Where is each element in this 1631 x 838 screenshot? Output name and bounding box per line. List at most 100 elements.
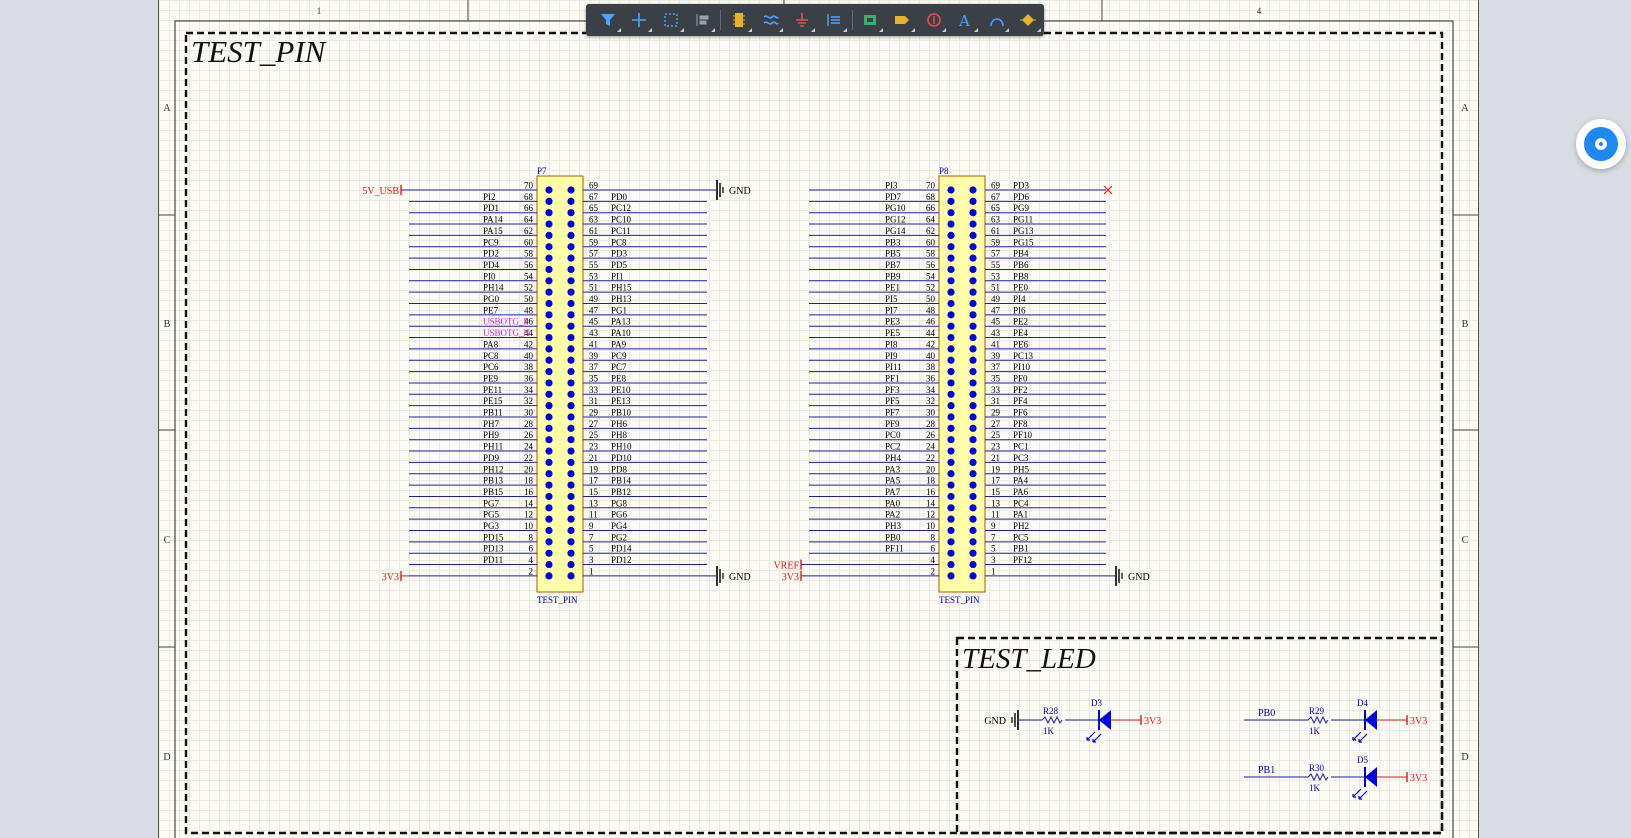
net-label[interactable]: PG3 (483, 521, 500, 531)
net-label[interactable]: PC11 (611, 226, 631, 236)
net-label[interactable]: PD10 (611, 453, 632, 463)
net-label[interactable]: PC9 (611, 351, 627, 361)
net-label[interactable]: PI2 (483, 192, 496, 202)
resistor-symbol[interactable] (1041, 715, 1063, 725)
arc-tool-button[interactable] (981, 4, 1013, 36)
net-label[interactable]: PF4 (1013, 396, 1028, 406)
net-label[interactable]: PG2 (611, 532, 627, 542)
net-label[interactable]: PI1 (611, 271, 624, 281)
net-label[interactable]: PH3 (885, 521, 902, 531)
net-label[interactable]: PB8 (1013, 271, 1029, 281)
net-label[interactable]: PA2 (885, 510, 900, 520)
led-net-label[interactable]: PB1 (1258, 765, 1275, 776)
net-label[interactable]: PH13 (611, 294, 632, 304)
net-label[interactable]: PI8 (885, 339, 898, 349)
net-label[interactable]: PB14 (611, 476, 632, 486)
net-label[interactable]: PF2 (1013, 385, 1028, 395)
net-label[interactable]: PF10 (1013, 430, 1033, 440)
align-tool-button[interactable] (687, 4, 719, 36)
net-label[interactable]: PG13 (1013, 226, 1034, 236)
connector-body[interactable] (938, 175, 986, 593)
power-port-label[interactable]: 3V3 (782, 572, 799, 583)
net-label[interactable]: PH7 (483, 419, 500, 429)
net-label[interactable]: PF11 (885, 544, 904, 554)
net-label[interactable]: PC13 (1013, 351, 1034, 361)
net-label[interactable]: PE1 (885, 283, 900, 293)
net-label[interactable]: PG0 (483, 294, 500, 304)
net-label[interactable]: PB13 (483, 476, 504, 486)
net-label[interactable]: PB15 (483, 487, 504, 497)
no-erc-tool-button[interactable] (918, 4, 950, 36)
net-label[interactable]: PI7 (885, 305, 898, 315)
net-label[interactable]: PC8 (611, 237, 627, 247)
net-label[interactable]: PB3 (885, 237, 901, 247)
net-label[interactable]: PF7 (885, 408, 900, 418)
net-label[interactable]: PI3 (885, 181, 898, 191)
net-label[interactable]: PG6 (611, 510, 628, 520)
component-tool-button[interactable] (723, 4, 755, 36)
net-label[interactable]: PE6 (1013, 339, 1029, 349)
net-label[interactable]: PG14 (885, 226, 906, 236)
net-label[interactable]: PB5 (885, 249, 901, 259)
net-label[interactable]: PA5 (885, 476, 901, 486)
net-label[interactable]: PD11 (483, 555, 503, 565)
net-label[interactable]: PD4 (483, 260, 500, 270)
net-label[interactable]: PA7 (885, 487, 901, 497)
text-tool-button[interactable]: A (949, 4, 981, 36)
net-label[interactable]: PI9 (885, 351, 898, 361)
bus-tool-button[interactable] (755, 4, 787, 36)
power-port-label[interactable]: 5V_USB (362, 186, 399, 197)
net-label[interactable]: PD5 (611, 260, 628, 270)
net-label[interactable]: PA1 (1013, 510, 1028, 520)
net-label[interactable]: PA14 (483, 215, 503, 225)
connector-body[interactable] (536, 175, 584, 593)
net-label[interactable]: PE11 (483, 385, 502, 395)
probe-tool-button[interactable] (1012, 4, 1044, 36)
net-label[interactable]: PD15 (483, 532, 504, 542)
no-erc-marker[interactable] (1103, 185, 1113, 195)
net-label[interactable]: PH15 (611, 283, 632, 293)
resistor-symbol[interactable] (1307, 772, 1329, 782)
net-label[interactable]: PH2 (1013, 521, 1029, 531)
net-label[interactable]: PA15 (483, 226, 503, 236)
net-label[interactable]: PD0 (611, 192, 628, 202)
net-label[interactable]: PA4 (1013, 476, 1029, 486)
net-label[interactable]: PE5 (885, 328, 901, 338)
net-label[interactable]: PH11 (483, 442, 503, 452)
net-label[interactable]: PG5 (483, 510, 500, 520)
net-label[interactable]: PG8 (611, 498, 628, 508)
net-label[interactable]: PD3 (1013, 181, 1030, 191)
net-label[interactable]: PE9 (483, 373, 499, 383)
net-label[interactable]: PG9 (1013, 203, 1030, 213)
resistor-symbol[interactable] (1307, 715, 1329, 725)
net-label[interactable]: PC10 (611, 215, 632, 225)
port-tool-button[interactable] (886, 4, 918, 36)
net-label[interactable]: PB4 (1013, 249, 1029, 259)
power-port-label[interactable]: VREF (773, 561, 799, 572)
net-label[interactable]: PG4 (611, 521, 628, 531)
net-label[interactable]: PD7 (885, 192, 902, 202)
net-label[interactable]: PD9 (483, 453, 500, 463)
crosshair-tool-button[interactable] (624, 4, 656, 36)
power-port-label[interactable]: 3V3 (1144, 716, 1161, 727)
net-label[interactable]: PA9 (611, 339, 627, 349)
select-rect-tool-button[interactable] (655, 4, 687, 36)
net-label[interactable]: PD6 (1013, 192, 1030, 202)
net-label[interactable]: PC0 (885, 430, 901, 440)
net-label[interactable]: PG7 (483, 498, 500, 508)
net-label[interactable]: PF1 (885, 373, 900, 383)
net-label[interactable]: PA3 (885, 464, 901, 474)
net-label[interactable]: PI0 (483, 271, 496, 281)
net-label[interactable]: PA0 (885, 498, 901, 508)
power-port-label[interactable]: 3V3 (382, 572, 399, 583)
net-label[interactable]: PA13 (611, 317, 631, 327)
net-label[interactable]: PC12 (611, 203, 631, 213)
net-label[interactable]: PI11 (885, 362, 902, 372)
part-tool-button[interactable] (855, 4, 887, 36)
net-label[interactable]: PF12 (1013, 555, 1032, 565)
led-symbol[interactable] (1365, 767, 1377, 787)
led-symbol[interactable] (1099, 710, 1111, 730)
net-label[interactable]: PH4 (885, 453, 902, 463)
